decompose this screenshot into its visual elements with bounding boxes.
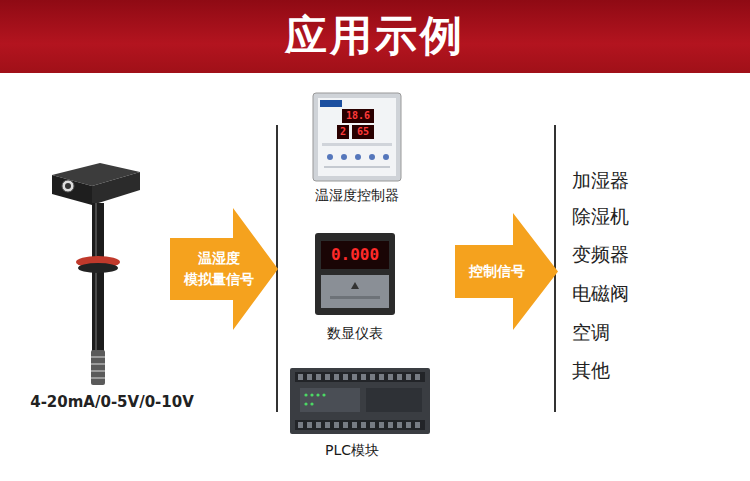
device-item: 空调 bbox=[572, 321, 610, 344]
arrow-text: 温湿度 模拟量信号 bbox=[170, 248, 268, 290]
display-digits: 2 bbox=[340, 126, 346, 138]
arrow-shape: 温湿度 模拟量信号 bbox=[170, 208, 278, 330]
signal-range: 4-20mA/0-5V/0-10V bbox=[30, 393, 194, 411]
sensor-illustration bbox=[52, 163, 140, 385]
display-digits: 18.6 bbox=[346, 110, 370, 122]
arrow-text: 控制信号 bbox=[469, 261, 525, 282]
title-banner: 应用示例 bbox=[0, 0, 750, 73]
arrow-fill bbox=[455, 213, 558, 330]
device-caption: 数显仪表 bbox=[327, 325, 383, 342]
controller-illustration bbox=[313, 93, 401, 181]
arrow-fill bbox=[170, 208, 278, 330]
device-item: 电磁阀 bbox=[572, 282, 629, 305]
device-item: 除湿机 bbox=[572, 205, 629, 228]
device-item: 加湿器 bbox=[572, 169, 629, 192]
device-caption: 温湿度控制器 bbox=[315, 187, 399, 204]
plc-illustration bbox=[290, 368, 430, 434]
display-digits: 0.000 bbox=[331, 245, 379, 264]
title-text: 应用示例 bbox=[285, 13, 465, 59]
meter-illustration bbox=[315, 233, 395, 315]
device-item: 变频器 bbox=[572, 243, 629, 266]
arrow-outline bbox=[170, 208, 278, 330]
device-item: 其他 bbox=[572, 359, 610, 382]
display-digits: 65 bbox=[357, 126, 369, 138]
device-caption: PLC模块 bbox=[325, 442, 379, 459]
arrow-text-box: 控制信号 bbox=[455, 213, 539, 330]
arrow-shape: 控制信号 bbox=[455, 213, 558, 330]
arrow-text-box: 温湿度 模拟量信号 bbox=[170, 208, 268, 330]
